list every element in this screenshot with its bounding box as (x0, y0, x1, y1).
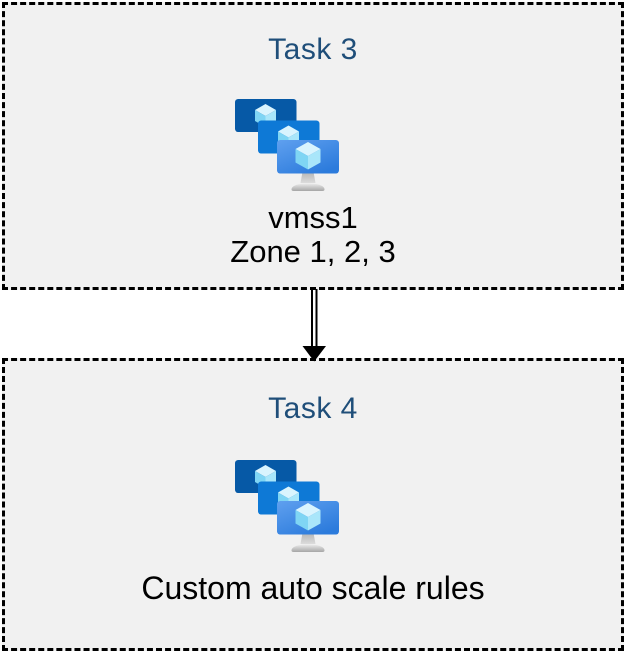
task3-box: Task 3 vmss1 Zone 1, 2, 3 (2, 2, 624, 290)
zones-label: Zone 1, 2, 3 (230, 234, 396, 269)
vmss-name-label: vmss1 (268, 200, 358, 235)
vmss-icon (235, 460, 339, 552)
task4-caption: Custom auto scale rules (5, 570, 621, 607)
task3-title: Task 3 (268, 33, 358, 66)
task4-box: Task 4 Custom auto scale rules (2, 358, 624, 651)
autoscale-rules-label: Custom auto scale rules (141, 570, 485, 606)
down-arrow-connector (302, 289, 326, 362)
task3-caption: vmss1 Zone 1, 2, 3 (5, 201, 621, 269)
vmss-icon (235, 99, 339, 191)
task4-title: Task 4 (268, 392, 358, 425)
